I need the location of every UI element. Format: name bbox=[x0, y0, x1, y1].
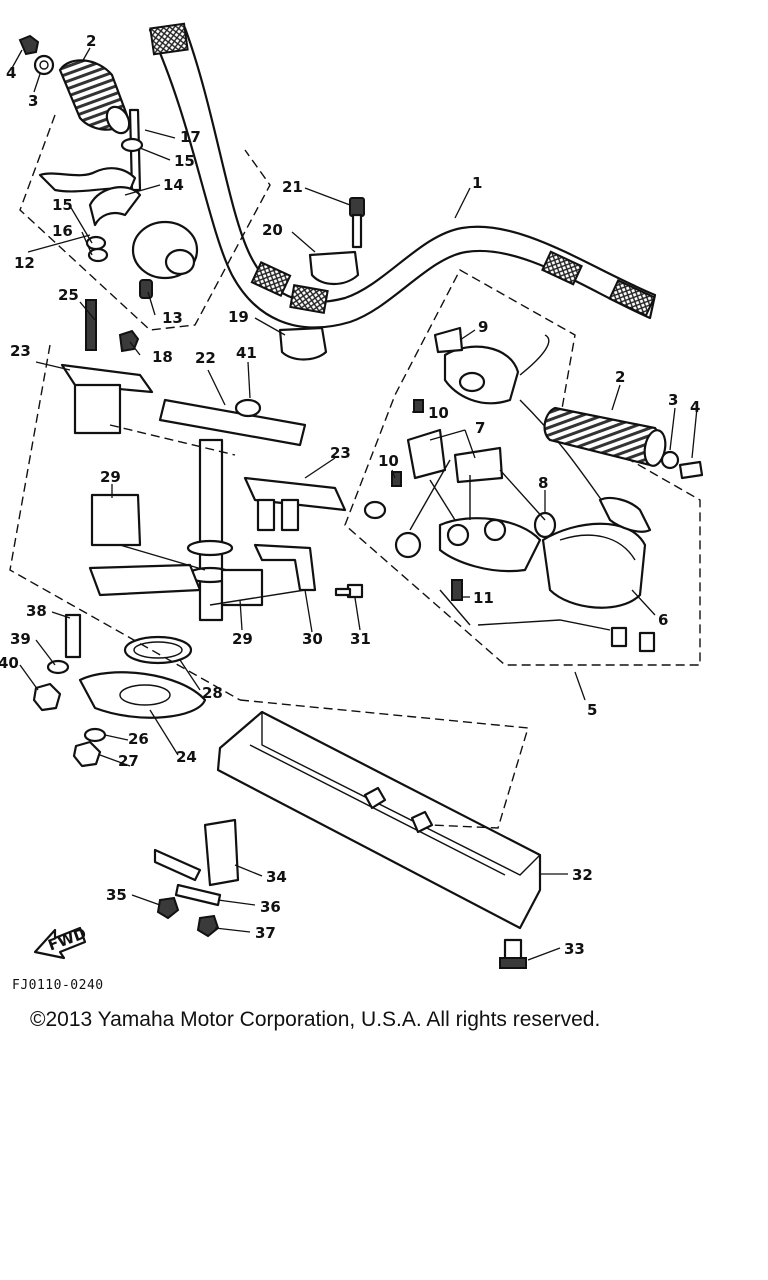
callout-17: 17 bbox=[180, 128, 201, 146]
handlebar-clamps bbox=[278, 197, 365, 361]
callout-31: 31 bbox=[350, 630, 371, 648]
fwd-arrow-icon: FWD bbox=[33, 924, 89, 960]
callout-20: 20 bbox=[262, 221, 283, 239]
callout-3-left: 3 bbox=[28, 92, 38, 110]
callout-18: 18 bbox=[152, 348, 173, 366]
callout-2-left: 2 bbox=[86, 32, 96, 50]
callout-19: 19 bbox=[228, 308, 249, 326]
callout-21: 21 bbox=[282, 178, 303, 196]
callout-37: 37 bbox=[255, 924, 276, 942]
callout-41: 41 bbox=[236, 344, 257, 362]
callout-8: 8 bbox=[538, 474, 548, 492]
switch-assembly bbox=[344, 269, 701, 666]
callout-16: 16 bbox=[52, 222, 73, 240]
callout-7: 7 bbox=[475, 419, 485, 437]
callout-22: 22 bbox=[195, 349, 216, 367]
callout-3-right: 3 bbox=[668, 391, 678, 409]
callout-15-left: 15 bbox=[52, 196, 73, 214]
callout-40: 40 bbox=[0, 654, 19, 672]
callout-4-right: 4 bbox=[690, 398, 700, 416]
callout-32: 32 bbox=[572, 866, 593, 884]
callout-labels: 1 2 3 4 2 3 4 5 6 7 8 9 10 10 11 12 13 1… bbox=[0, 32, 700, 958]
callout-29-upper: 29 bbox=[100, 468, 121, 486]
callout-27: 27 bbox=[118, 752, 139, 770]
callout-5: 5 bbox=[587, 701, 597, 719]
callout-28: 28 bbox=[202, 684, 223, 702]
callout-11: 11 bbox=[473, 589, 494, 607]
left-grip-assembly bbox=[18, 34, 131, 135]
right-grip-assembly bbox=[543, 406, 704, 480]
callout-10-upper: 10 bbox=[428, 404, 449, 422]
leader-lines bbox=[11, 47, 698, 961]
callout-14: 14 bbox=[163, 176, 184, 194]
callout-25: 25 bbox=[58, 286, 79, 304]
callout-30: 30 bbox=[302, 630, 323, 648]
callout-13: 13 bbox=[162, 309, 183, 327]
callout-23-left: 23 bbox=[10, 342, 31, 360]
callout-39: 39 bbox=[10, 630, 31, 648]
copyright-notice: ©2013 Yamaha Motor Corporation, U.S.A. A… bbox=[30, 1008, 601, 1031]
callout-1: 1 bbox=[472, 174, 482, 192]
callout-9: 9 bbox=[478, 318, 488, 336]
callout-12: 12 bbox=[14, 254, 35, 272]
callout-36: 36 bbox=[260, 898, 281, 916]
steering-column bbox=[9, 299, 364, 768]
callout-24: 24 bbox=[176, 748, 197, 766]
exploded-parts-diagram: FWD 1 2 3 4 2 3 4 5 6 bbox=[0, 22, 704, 969]
callout-2-right: 2 bbox=[615, 368, 625, 386]
drawing-code: FJ0110-0240 bbox=[12, 978, 104, 993]
callout-29-lower: 29 bbox=[232, 630, 253, 648]
callout-38: 38 bbox=[26, 602, 47, 620]
callout-6: 6 bbox=[658, 611, 668, 629]
callout-15-right: 15 bbox=[174, 152, 195, 170]
mounting-bracket bbox=[153, 699, 542, 969]
callout-26: 26 bbox=[128, 730, 149, 748]
callout-10-lower: 10 bbox=[378, 452, 399, 470]
handlebar bbox=[148, 22, 657, 329]
callout-35: 35 bbox=[106, 886, 127, 904]
callout-33: 33 bbox=[564, 940, 585, 958]
callout-4-left: 4 bbox=[6, 64, 16, 82]
callout-23-right: 23 bbox=[330, 444, 351, 462]
callout-34: 34 bbox=[266, 868, 287, 886]
